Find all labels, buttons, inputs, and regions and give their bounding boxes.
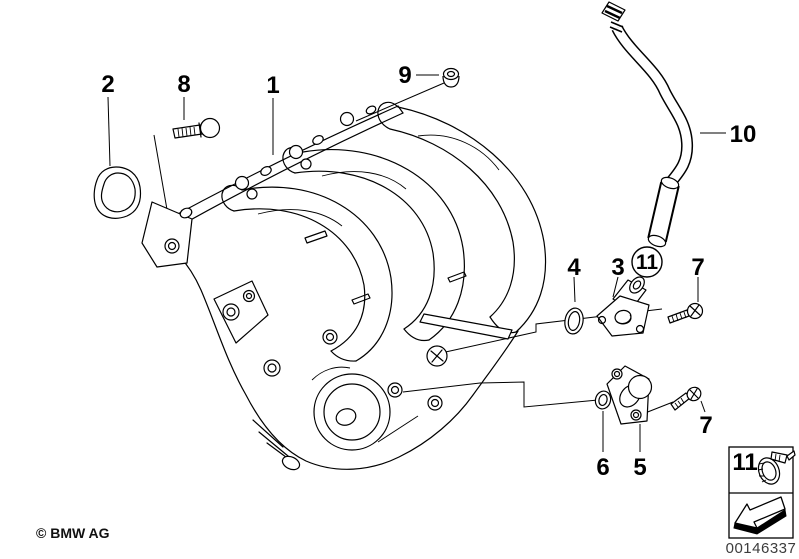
callout-labels: 2 8 1 9 10 4 3 11 7 6 5 7 [101,62,756,481]
callout-7-lower[interactable]: 7 [699,412,712,439]
callout-11-circled[interactable]: 11 [636,251,659,274]
screw-part-7-upper [667,302,704,324]
callout-1[interactable]: 1 [266,72,279,99]
hose-clamp-icon [757,450,796,485]
vacuum-pump-housing [252,313,513,471]
callout-8[interactable]: 8 [177,71,190,98]
legend-item-number: 11 [732,449,757,476]
cap-nut-part-9 [442,67,460,88]
copyright-notice: © BMW AG [36,525,110,541]
valve-part-5 [606,365,653,425]
direction-arrow-icon [733,496,787,535]
clamp-callout-circle [631,246,663,278]
callout-4[interactable]: 4 [567,254,581,281]
diagram-part-number: 00146337 [726,540,797,557]
runner-tubes [221,101,547,362]
intake-manifold-drawing [141,101,547,471]
callout-2[interactable]: 2 [101,71,114,98]
callout-10[interactable]: 10 [730,121,757,148]
callout-5[interactable]: 5 [633,454,646,481]
mounting-bracket [141,201,193,268]
callout-6[interactable]: 6 [596,454,609,481]
legend-box: 11 [728,446,796,539]
callout-9[interactable]: 9 [398,62,411,89]
screw-part-7-lower [670,386,702,411]
leader-lines [107,74,726,452]
o-ring-part-4 [564,307,584,335]
elbow-fitting-part-3 [596,276,650,337]
gasket-part-2 [93,166,142,219]
callout-3[interactable]: 3 [611,254,624,281]
o-ring-part-6 [594,390,612,410]
vent-hose-part-10 [601,1,694,248]
callout-7-upper[interactable]: 7 [691,254,704,281]
flange-bolt-bosses [234,105,377,200]
bolt-part-8 [172,117,221,139]
